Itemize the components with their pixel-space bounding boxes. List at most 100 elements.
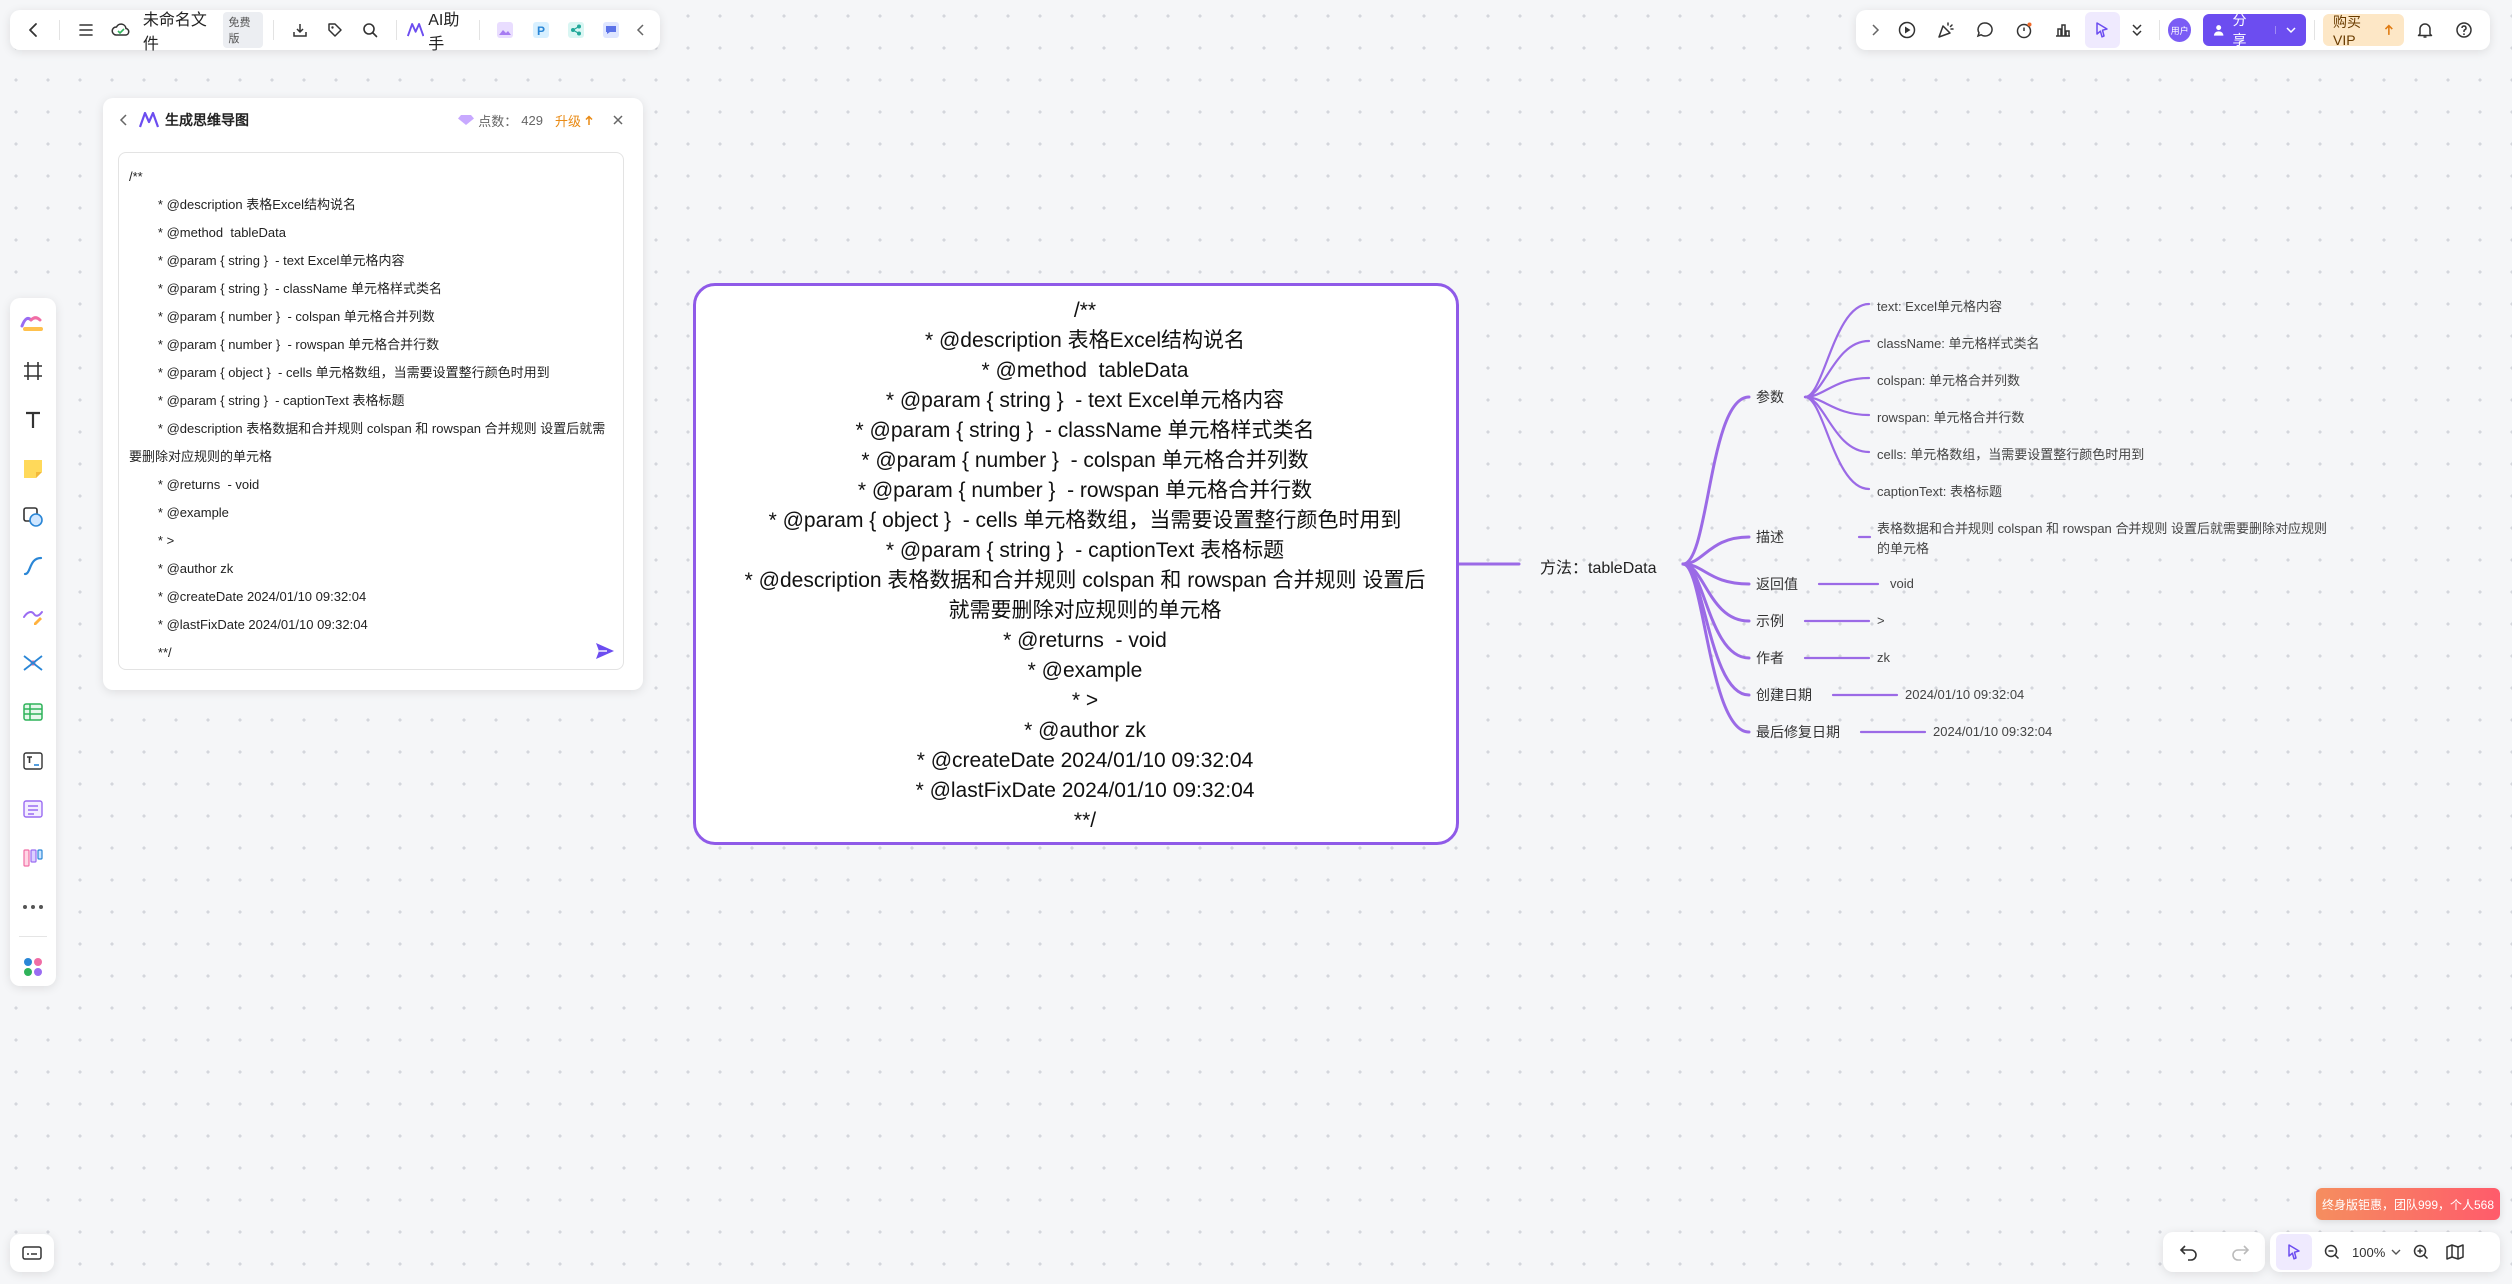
play-icon[interactable]: [1889, 12, 1924, 48]
avatar[interactable]: 用户: [2167, 18, 2192, 42]
menu-icon[interactable]: [70, 12, 101, 48]
divider: [396, 20, 397, 40]
param-leaf[interactable]: captionText: 表格标题: [1877, 484, 2002, 499]
returns-leaf[interactable]: void: [1890, 576, 1914, 591]
back-icon[interactable]: [115, 108, 133, 132]
close-icon[interactable]: [605, 107, 631, 133]
share-button[interactable]: 分享: [2203, 12, 2307, 48]
upgrade-link[interactable]: 升级: [554, 113, 581, 129]
search-icon[interactable]: [355, 12, 386, 48]
share-dropdown-icon[interactable]: [2275, 26, 2296, 34]
tag-icon[interactable]: [319, 12, 350, 48]
fixed-leaf[interactable]: 2024/01/10 09:32:04: [1933, 724, 2053, 739]
buy-vip-button[interactable]: 购买VIP: [2323, 14, 2404, 48]
card-line: * @returns - void: [1003, 629, 1167, 652]
bell-icon[interactable]: [2408, 12, 2443, 48]
undo-icon[interactable]: [2171, 1234, 2207, 1270]
prompt-line: * @lastFixDate 2024/01/10 09:32:04: [129, 617, 368, 632]
expand-chevron-icon[interactable]: [1864, 12, 1885, 48]
pointer-follow-icon[interactable]: [2084, 12, 2120, 48]
redo-icon[interactable]: [2222, 1234, 2258, 1270]
card-line: * @lastFixDate 2024/01/10 09:32:04: [915, 779, 1255, 802]
prompt-line: * @param { object } - cells 单元格数组，当需要设置整…: [129, 365, 550, 380]
mindmap-icon[interactable]: [14, 644, 52, 682]
prompt-line: * @param { string } - captionText 表格标题: [129, 393, 405, 408]
connector-icon[interactable]: [14, 547, 52, 585]
card-line: * @description 表格Excel结构说名: [924, 329, 1246, 352]
kanban-icon[interactable]: [14, 839, 52, 877]
list-card-icon[interactable]: [14, 790, 52, 828]
desc-leaf-line-1[interactable]: 表格数据和合并规则 colspan 和 rowspan 合并规则 设置后就需要删…: [1877, 521, 2328, 536]
author-leaf[interactable]: zk: [1877, 650, 1890, 665]
left-tool-bar: [10, 298, 56, 986]
divider: [59, 20, 61, 40]
send-icon[interactable]: [595, 642, 615, 660]
more-down-icon[interactable]: [2124, 12, 2151, 48]
pen-icon[interactable]: [14, 596, 52, 634]
card-line: * @param { number } - rowspan 单元格合并行数: [857, 479, 1313, 502]
branch-params[interactable]: 参数: [1756, 389, 1784, 405]
back-icon[interactable]: [18, 12, 49, 48]
image-plugin-icon[interactable]: [490, 12, 521, 48]
prompt-line: * @param { number } - colspan 单元格合并列数: [129, 309, 435, 324]
branch-created[interactable]: 创建日期: [1756, 687, 1812, 703]
chevron-down-icon[interactable]: [2391, 1248, 2401, 1256]
share-plugin-icon[interactable]: [560, 12, 591, 48]
points-display: 点数： 429 升级: [458, 107, 631, 133]
ai-assistant-button[interactable]: AI助手: [406, 6, 469, 54]
template-icon[interactable]: [14, 304, 52, 342]
map-icon[interactable]: [2441, 1234, 2469, 1270]
param-leaf[interactable]: rowspan: 单元格合并行数: [1877, 410, 2025, 425]
cloud-sync-icon[interactable]: [106, 12, 137, 48]
comment-icon[interactable]: [1968, 12, 2003, 48]
prompt-line: * @method tableData: [129, 225, 287, 240]
zoom-in-icon[interactable]: [2407, 1234, 2435, 1270]
p-plugin-icon[interactable]: P: [525, 12, 556, 48]
table-icon[interactable]: [14, 693, 52, 731]
zoom-out-icon[interactable]: [2318, 1234, 2346, 1270]
arrow-up-icon: [585, 114, 593, 125]
celebrate-icon[interactable]: [1928, 12, 1963, 48]
card-line: * @param { string } - captionText 表格标题: [885, 539, 1285, 562]
branch-example[interactable]: 示例: [1756, 613, 1784, 629]
created-leaf[interactable]: 2024/01/10 09:32:04: [1905, 687, 2025, 702]
param-leaf[interactable]: cells: 单元格数组，当需要设置整行颜色时用到: [1877, 447, 2145, 462]
promo-banner[interactable]: 终身版钜惠，团队999，个人568: [2316, 1188, 2500, 1220]
zoom-level[interactable]: 100%: [2352, 1244, 2386, 1260]
param-leaf[interactable]: className: 单元格样式类名: [1877, 336, 2040, 351]
collapse-chevron-icon[interactable]: [631, 12, 652, 48]
timer-icon[interactable]: [2007, 12, 2042, 48]
example-leaf[interactable]: >: [1877, 613, 1885, 628]
download-icon[interactable]: [284, 12, 315, 48]
select-pointer-icon[interactable]: [2276, 1234, 2312, 1270]
keyboard-shortcut-button[interactable]: [10, 1234, 54, 1272]
chat-plugin-icon[interactable]: [596, 12, 627, 48]
vote-icon[interactable]: [2046, 12, 2081, 48]
ai-prompt-input[interactable]: /** * @description 表格Excel结构说名 * @method…: [118, 152, 624, 670]
desc-leaf-line-2[interactable]: 的单元格: [1877, 541, 1930, 556]
frame-icon[interactable]: [14, 353, 52, 391]
branch-fixed[interactable]: 最后修复日期: [1756, 724, 1840, 740]
param-leaf[interactable]: text: Excel单元格内容: [1877, 299, 2002, 314]
points-value: 429: [521, 112, 543, 128]
card-line: * @author zk: [1024, 719, 1146, 742]
more-icon[interactable]: [14, 888, 52, 926]
shape-icon[interactable]: [14, 499, 52, 537]
apps-icon[interactable]: [14, 948, 52, 986]
code-comment-card[interactable]: /*** @description 表格Excel结构说名* @method t…: [693, 283, 1459, 845]
top-right-toolbar: 用户 分享 购买VIP: [1856, 10, 2490, 50]
prompt-line: * @author zk: [129, 561, 234, 576]
undo-redo-bar: [2163, 1232, 2265, 1272]
branch-desc[interactable]: 描述: [1756, 529, 1784, 545]
mindmap-root[interactable]: 方法：tableData: [1540, 560, 1657, 577]
text-card-icon[interactable]: [14, 742, 52, 780]
text-icon[interactable]: [14, 401, 52, 439]
file-name[interactable]: 未命名文件: [142, 12, 207, 53]
param-leaf[interactable]: colspan: 单元格合并列数: [1877, 373, 2021, 388]
branch-author[interactable]: 作者: [1756, 650, 1784, 666]
help-icon[interactable]: [2447, 12, 2482, 48]
sticky-note-icon[interactable]: [14, 450, 52, 488]
card-line: * @param { object } - cells 单元格数组，当需要设置整…: [768, 509, 1402, 532]
branch-returns[interactable]: 返回值: [1756, 576, 1798, 592]
card-line: * @param { number } - colspan 单元格合并列数: [861, 449, 1309, 472]
